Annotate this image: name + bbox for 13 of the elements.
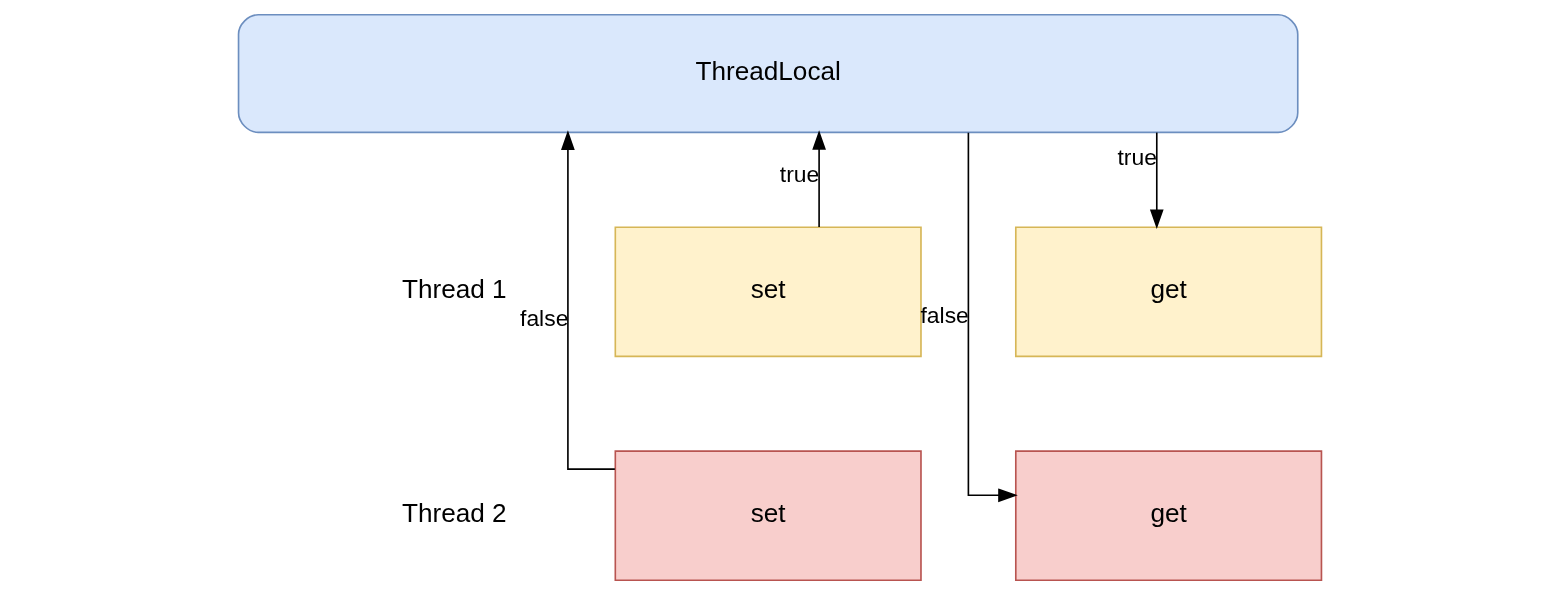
node-box: set <box>614 450 922 582</box>
node-box: get <box>1014 226 1323 358</box>
edge-label: true <box>779 160 820 187</box>
edge-label: true <box>1117 144 1157 171</box>
node-box: ThreadLocal <box>237 13 1299 134</box>
arrow <box>812 130 826 228</box>
node-box: get <box>1014 450 1323 582</box>
node-box: set <box>614 226 922 358</box>
arrow <box>967 131 1018 503</box>
label: Thread 1 <box>401 273 507 304</box>
arrow <box>561 130 616 470</box>
arrow <box>1149 131 1164 229</box>
label: Thread 2 <box>401 497 507 528</box>
